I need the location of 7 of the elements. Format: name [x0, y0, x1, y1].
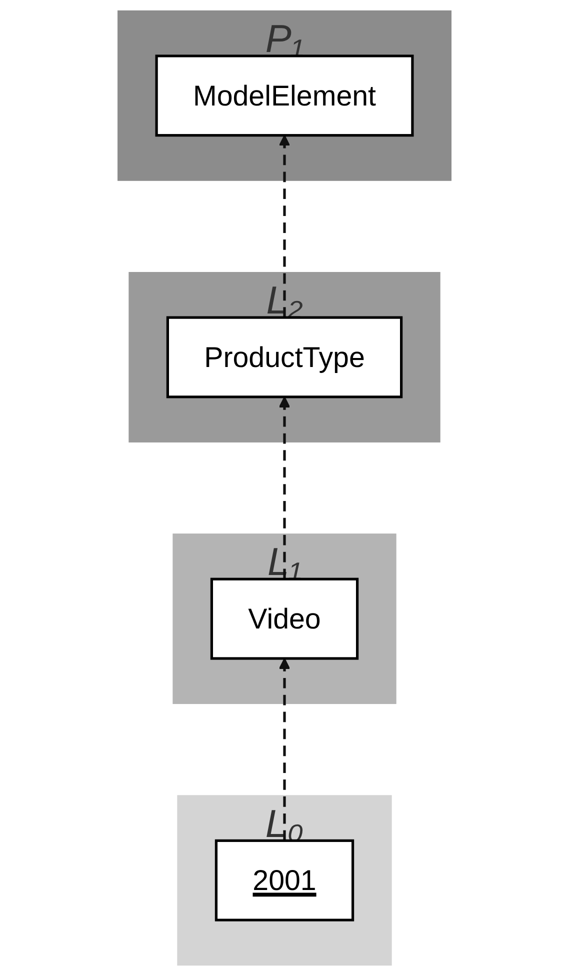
arrow	[278, 134, 290, 318]
node-box: 2001	[214, 839, 354, 922]
node-box: ModelElement	[155, 54, 414, 137]
arrow	[278, 658, 290, 841]
node-box: Video	[210, 578, 359, 660]
arrow	[278, 396, 290, 580]
node-box: ProductType	[166, 316, 403, 398]
